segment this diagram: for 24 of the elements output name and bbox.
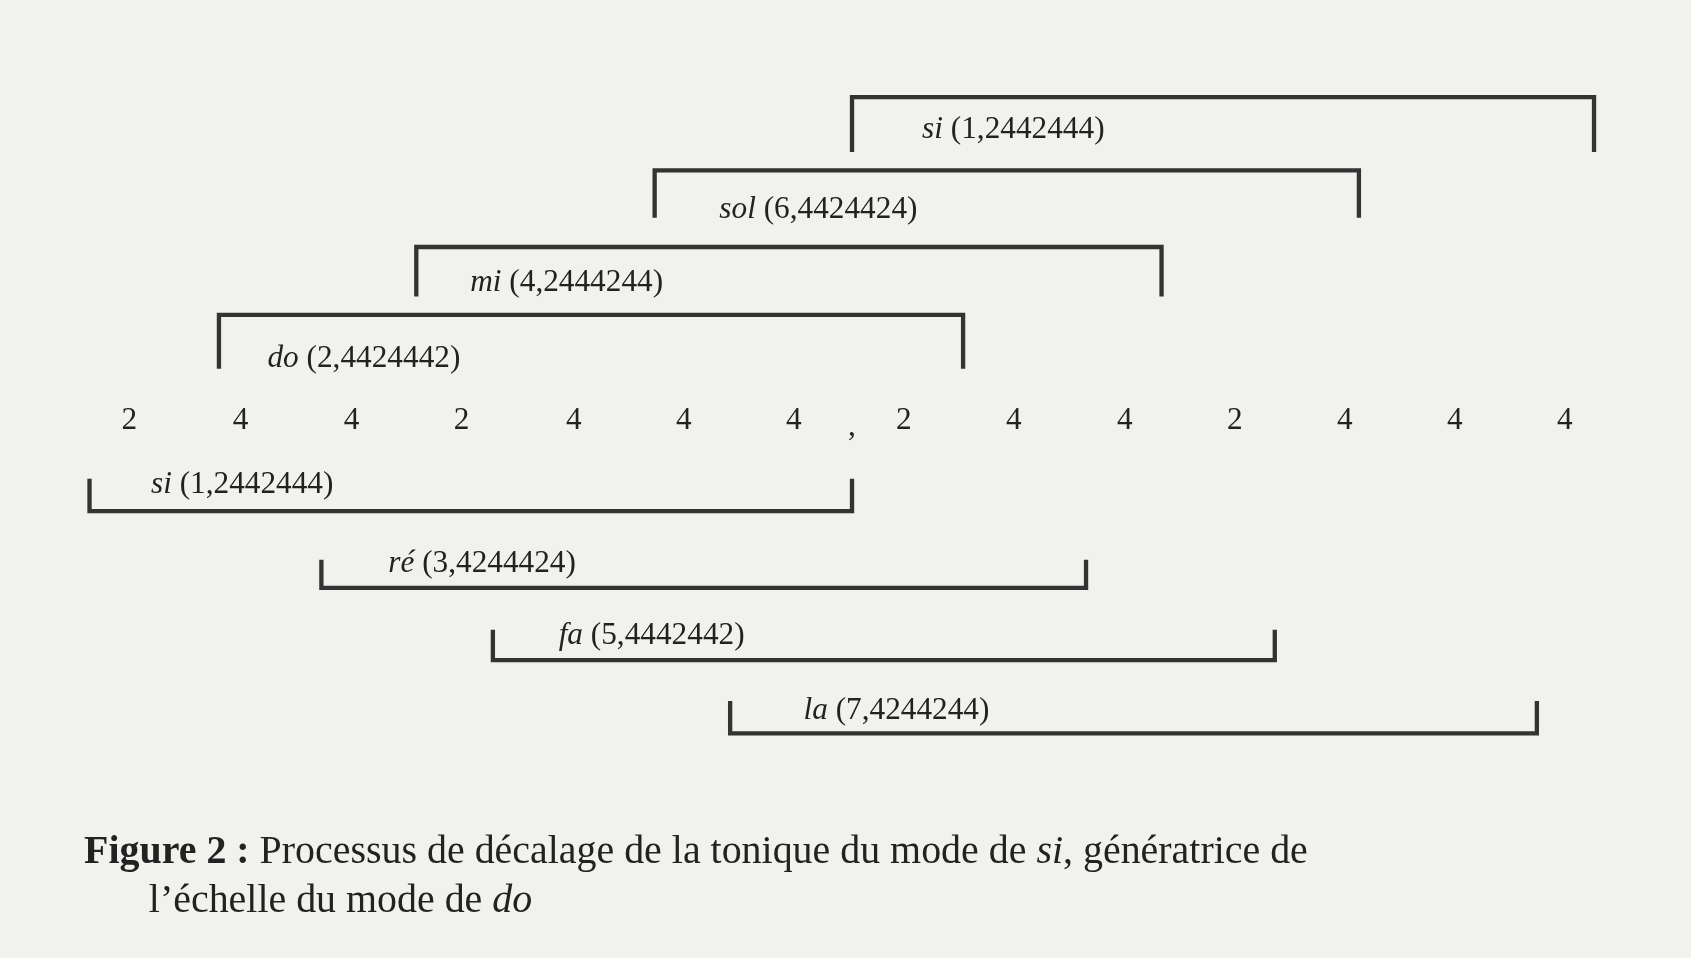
- interval-number: 4: [1337, 400, 1353, 437]
- bracket-label: si (1,2442444): [922, 109, 1105, 146]
- bracket-label: mi (4,2444244): [470, 262, 664, 299]
- interval-number: 4: [1557, 400, 1573, 437]
- interval-number: 4: [1117, 400, 1133, 437]
- interval-number: 4: [1447, 400, 1463, 437]
- interval-number: 4: [785, 400, 802, 437]
- figure-caption: Figure 2 : Processus de décalage de la tonique du mode de si, génératrice de l’échelle du mode de do: [84, 826, 1309, 924]
- interval-number: 4: [1005, 400, 1022, 437]
- interval-number: 4: [565, 400, 582, 437]
- interval-number: 4: [343, 400, 360, 437]
- interval-number: 2: [895, 400, 912, 437]
- bracket-label: ré (3,4244424): [388, 542, 576, 580]
- interval-number: 2: [1227, 400, 1243, 437]
- bracket-label: sol (6,4424424): [719, 188, 918, 226]
- interval-number: 4: [675, 400, 692, 437]
- bracket-label: la (7,4244244): [803, 690, 990, 727]
- separator: ,: [848, 405, 856, 443]
- bracket-label: do (2,4424442): [267, 337, 461, 375]
- interval-number: 2: [453, 400, 470, 437]
- interval-number: 4: [232, 400, 249, 437]
- bracket-label: si (1,2442444): [151, 463, 334, 501]
- bracket-label: fa (5,4442442): [558, 614, 745, 652]
- interval-number: 2: [121, 400, 138, 437]
